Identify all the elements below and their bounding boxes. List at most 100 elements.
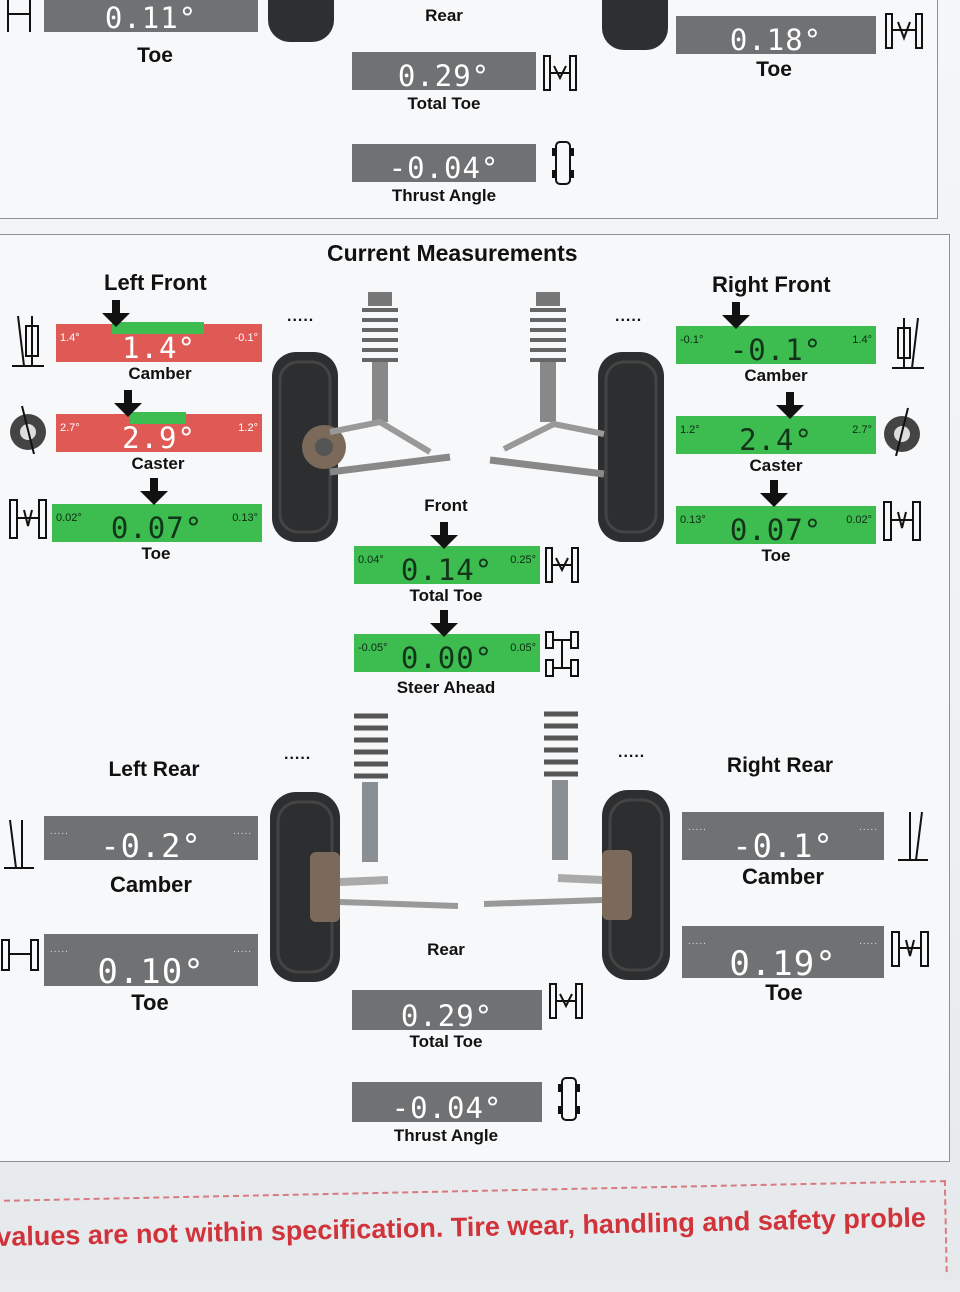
gauge-min: -0.05°: [358, 642, 388, 654]
gauge-value: 0.29°: [397, 59, 491, 93]
rear-total-toe-label: Total Toe: [409, 1032, 483, 1051]
rear-label: Rear: [427, 940, 465, 959]
right-front-caster-gauge: 1.2° 2.7° 2.4°: [676, 416, 876, 457]
separator-dots: .....: [615, 308, 643, 325]
gauge-value: 0.18°: [729, 23, 823, 57]
steer-ahead-label: Steer Ahead: [396, 678, 496, 697]
suspension-icon: [885, 13, 923, 49]
top-total-toe-gauge: 0.29°: [352, 52, 536, 93]
front-total-toe-gauge: 0.04° 0.25° 0.14°: [354, 546, 540, 587]
right-front-camber-label: Camber: [744, 366, 808, 385]
gauge-value: 1.4°: [122, 331, 196, 365]
right-front-toe-gauge: 0.13° 0.02° 0.07°: [676, 506, 876, 547]
gauge-min: 0.02°: [56, 512, 82, 524]
gauge-value: 0.29°: [400, 999, 494, 1033]
left-front-toe-label: Toe: [141, 544, 171, 563]
left-front-toe-gauge: 0.02° 0.13° 0.07°: [52, 504, 262, 545]
right-front-caster-label: Caster: [749, 456, 803, 475]
front-total-toe-label: Total Toe: [409, 586, 483, 605]
caster-icon: [884, 407, 920, 456]
top-thrust-label: Thrust Angle: [391, 186, 497, 205]
right-front-toe-label: Toe: [761, 546, 791, 565]
car-top-icon: [552, 141, 574, 185]
top-left-toe-gauge: 0.11°: [44, 0, 258, 35]
right-front-title: Right Front: [712, 272, 831, 297]
gauge-min: 0.13°: [680, 514, 706, 526]
axle-icon: [545, 547, 579, 583]
right-front-camber-gauge: -0.1° 1.4° -0.1°: [676, 326, 876, 367]
gauge-max: -0.1°: [234, 332, 258, 344]
camber-icon: [4, 819, 34, 869]
separator-dots: .....: [284, 746, 312, 763]
car-top-icon: [558, 1077, 580, 1121]
gauge-min: 1.2°: [680, 424, 700, 436]
gauge-max: 0.25°: [510, 554, 536, 566]
left-rear-title: Left Rear: [108, 758, 200, 781]
right-rear-camber-gauge: ..... ..... -0.1°: [682, 812, 884, 862]
gauge-value: -0.04°: [391, 1091, 503, 1125]
right-rear-camber-label: Camber: [742, 864, 824, 889]
front-left-suspension-icon: [272, 292, 451, 542]
right-rear-toe-gauge: ..... ..... 0.19°: [682, 926, 884, 984]
toe-icon: [1, 939, 39, 971]
tire-icon: [602, 0, 668, 50]
separator-dots: .....: [618, 744, 646, 761]
separator-dots: .....: [287, 308, 315, 325]
top-right-toe-gauge: 0.18°: [676, 16, 876, 57]
gauge-max: 0.13°: [232, 512, 258, 524]
gauge-max: 0.02°: [846, 514, 872, 526]
rear-thrust-gauge: -0.04°: [352, 1082, 542, 1125]
left-rear-camber-label: Camber: [110, 872, 192, 897]
gauge-min: 0.04°: [358, 554, 384, 566]
gauge-min: 1.4°: [60, 332, 80, 344]
front-right-suspension-icon: [489, 292, 664, 542]
top-left-toe-label: Toe: [137, 44, 173, 67]
rear-thrust-label: Thrust Angle: [393, 1126, 499, 1145]
gauge-max: 1.2°: [238, 422, 258, 434]
gauge-value: 0.14°: [400, 553, 494, 587]
top-total-toe-label: Total Toe: [407, 94, 481, 113]
gauge-value: 0.00°: [400, 641, 494, 675]
gauge-value: 0.10°: [97, 952, 205, 992]
camber-icon: [12, 315, 44, 367]
tire-icon: [268, 0, 334, 42]
gauge-min: -0.1°: [680, 334, 704, 346]
left-rear-camber-gauge: ..... ..... -0.2°: [44, 816, 258, 862]
toe-icon: [9, 499, 47, 539]
spec-window: [112, 322, 204, 334]
right-rear-toe-label: Toe: [765, 980, 803, 1005]
left-rear-toe-gauge: ..... ..... 0.10°: [44, 934, 258, 992]
steer-ahead-gauge: -0.05° 0.05° 0.00°: [354, 634, 540, 675]
left-rear-toe-label: Toe: [131, 990, 169, 1015]
section-title: Current Measurements: [327, 240, 578, 266]
top-rear-label: Rear: [425, 6, 463, 25]
suspension-icon: [7, 0, 31, 32]
right-rear-title: Right Rear: [726, 754, 834, 777]
gauge-value: 0.19°: [729, 944, 837, 984]
gauge-min: 2.7°: [60, 422, 80, 434]
left-front-title: Left Front: [104, 270, 207, 295]
front-label: Front: [424, 496, 468, 515]
gauge-value: 0.07°: [729, 513, 823, 547]
axle-icon: [549, 983, 583, 1019]
rear-left-suspension-icon: [270, 713, 459, 982]
toe-icon: [883, 501, 921, 541]
rear-right-suspension-icon: [483, 711, 670, 980]
gauge-max: 1.4°: [852, 334, 872, 346]
gauge-value: -0.04°: [388, 151, 500, 185]
gauge-value: 0.11°: [104, 1, 198, 35]
spec-window: [130, 412, 186, 424]
left-front-camber-label: Camber: [128, 364, 192, 383]
top-thrust-gauge: -0.04°: [352, 144, 536, 185]
gauge-value: 2.4°: [739, 423, 813, 457]
gauge-value: 0.07°: [110, 511, 204, 545]
gauge-value: -0.1°: [729, 333, 823, 367]
rear-total-toe-gauge: 0.29°: [352, 990, 542, 1033]
left-front-caster-label: Caster: [131, 454, 185, 473]
gauge-max: 2.7°: [852, 424, 872, 436]
camber-icon: [892, 317, 924, 369]
steering-icon: [545, 631, 579, 677]
gauge-max: 0.05°: [510, 642, 536, 654]
top-right-toe-label: Toe: [756, 58, 792, 81]
